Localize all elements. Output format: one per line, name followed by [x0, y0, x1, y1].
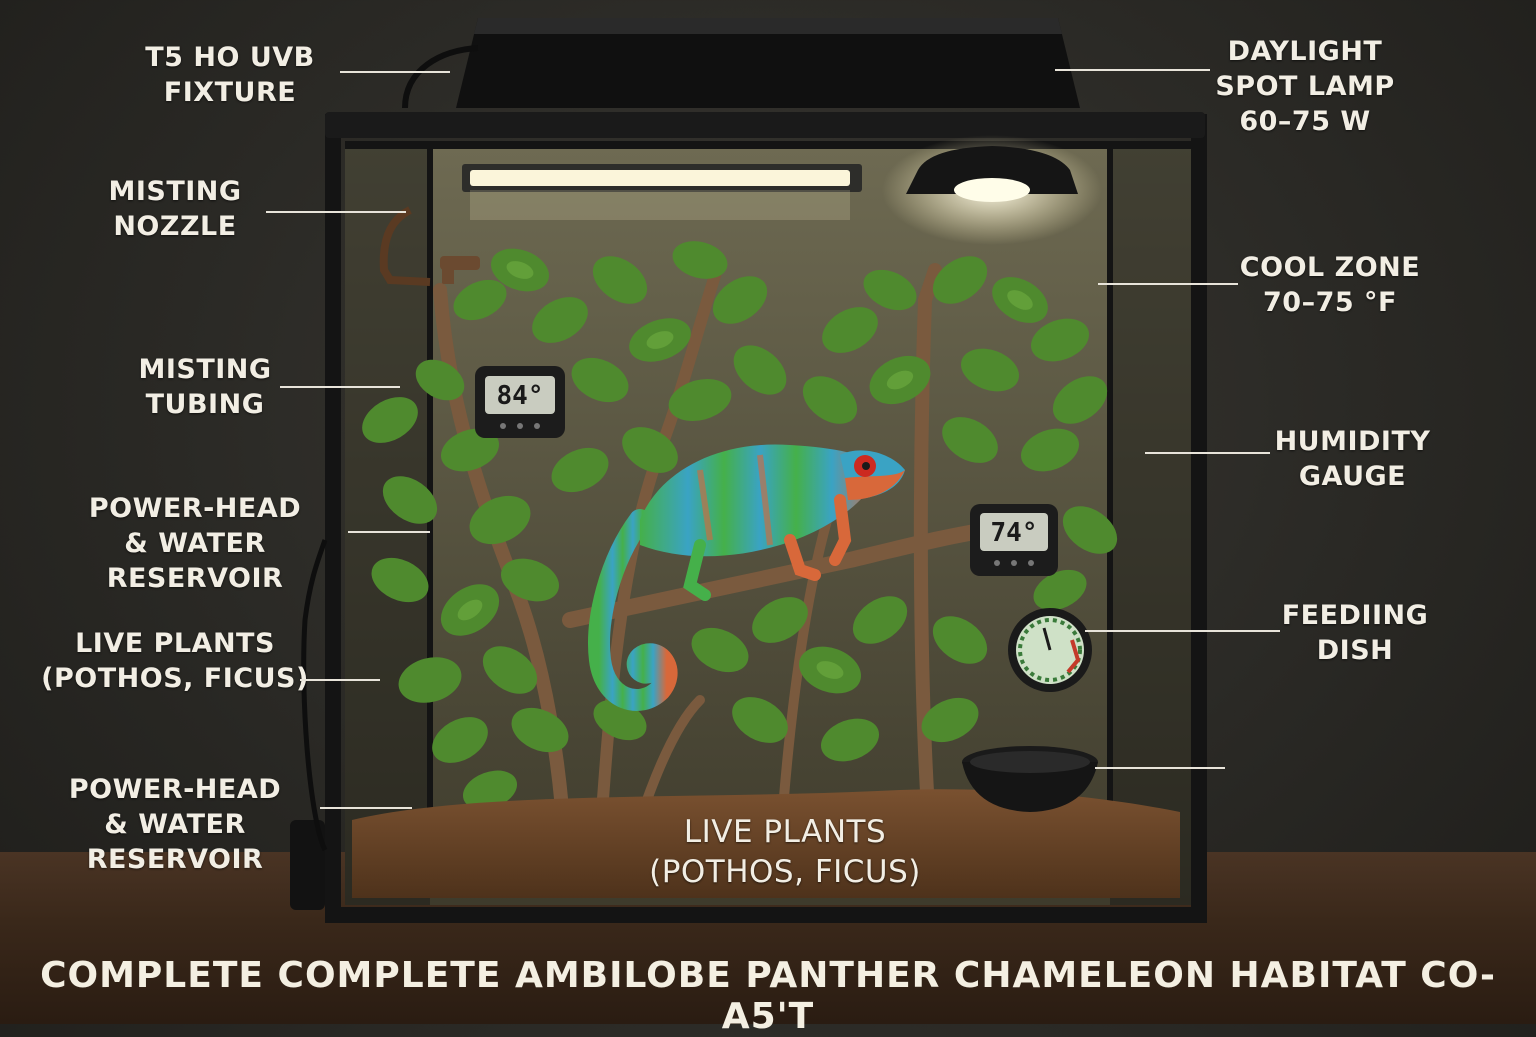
- leader-feeding-dish: [1085, 630, 1280, 632]
- leader-humidity-gauge: [1145, 452, 1270, 454]
- leader-live-plants-left: [300, 679, 380, 681]
- water-reservoir: [290, 820, 325, 910]
- leader-power-head-lower: [320, 807, 412, 809]
- leader-misting-tubing: [280, 386, 400, 388]
- substrate: [352, 789, 1180, 898]
- habitat-title: COMPLETE COMPLETE AMBILOBE PANTHER CHAME…: [40, 955, 1496, 1037]
- leader-uvb-fixture: [340, 71, 450, 73]
- feeding-dish: [962, 746, 1098, 812]
- label-live-plants-left: LIVE PLANTS(POTHOS, FICUS): [41, 628, 309, 694]
- chameleon: [588, 444, 905, 711]
- leader-feeding-dish-lower: [1095, 767, 1225, 769]
- leader-misting-nozzle: [266, 211, 406, 213]
- enclosure-top-rim: [325, 112, 1205, 138]
- leader-cool-zone: [1098, 283, 1238, 285]
- thermometer-right: [970, 504, 1058, 576]
- thermometer-left: [475, 366, 565, 438]
- thermometer-right-reading: 74°: [990, 518, 1038, 548]
- lighting-hood: [456, 18, 1080, 108]
- misting-tubing: [379, 206, 431, 286]
- thermometer-left-reading: 84°: [496, 381, 544, 411]
- leader-power-head-upper: [348, 531, 430, 533]
- humidity-gauge: [1008, 608, 1092, 692]
- spot-lamp: [906, 146, 1078, 194]
- label-live-plants-center: LIVE PLANTS(POTHOS, FICUS): [649, 814, 921, 890]
- foliage: [362, 241, 1118, 810]
- label-power-head-lower: POWER-HEAD& WATER RESERVOIR: [68, 774, 282, 875]
- label-power-head-upper: POWER-HEAD& WATER RESERVOIR: [88, 493, 302, 594]
- uvb-tube: [470, 170, 850, 186]
- leader-spot-lamp: [1055, 69, 1210, 71]
